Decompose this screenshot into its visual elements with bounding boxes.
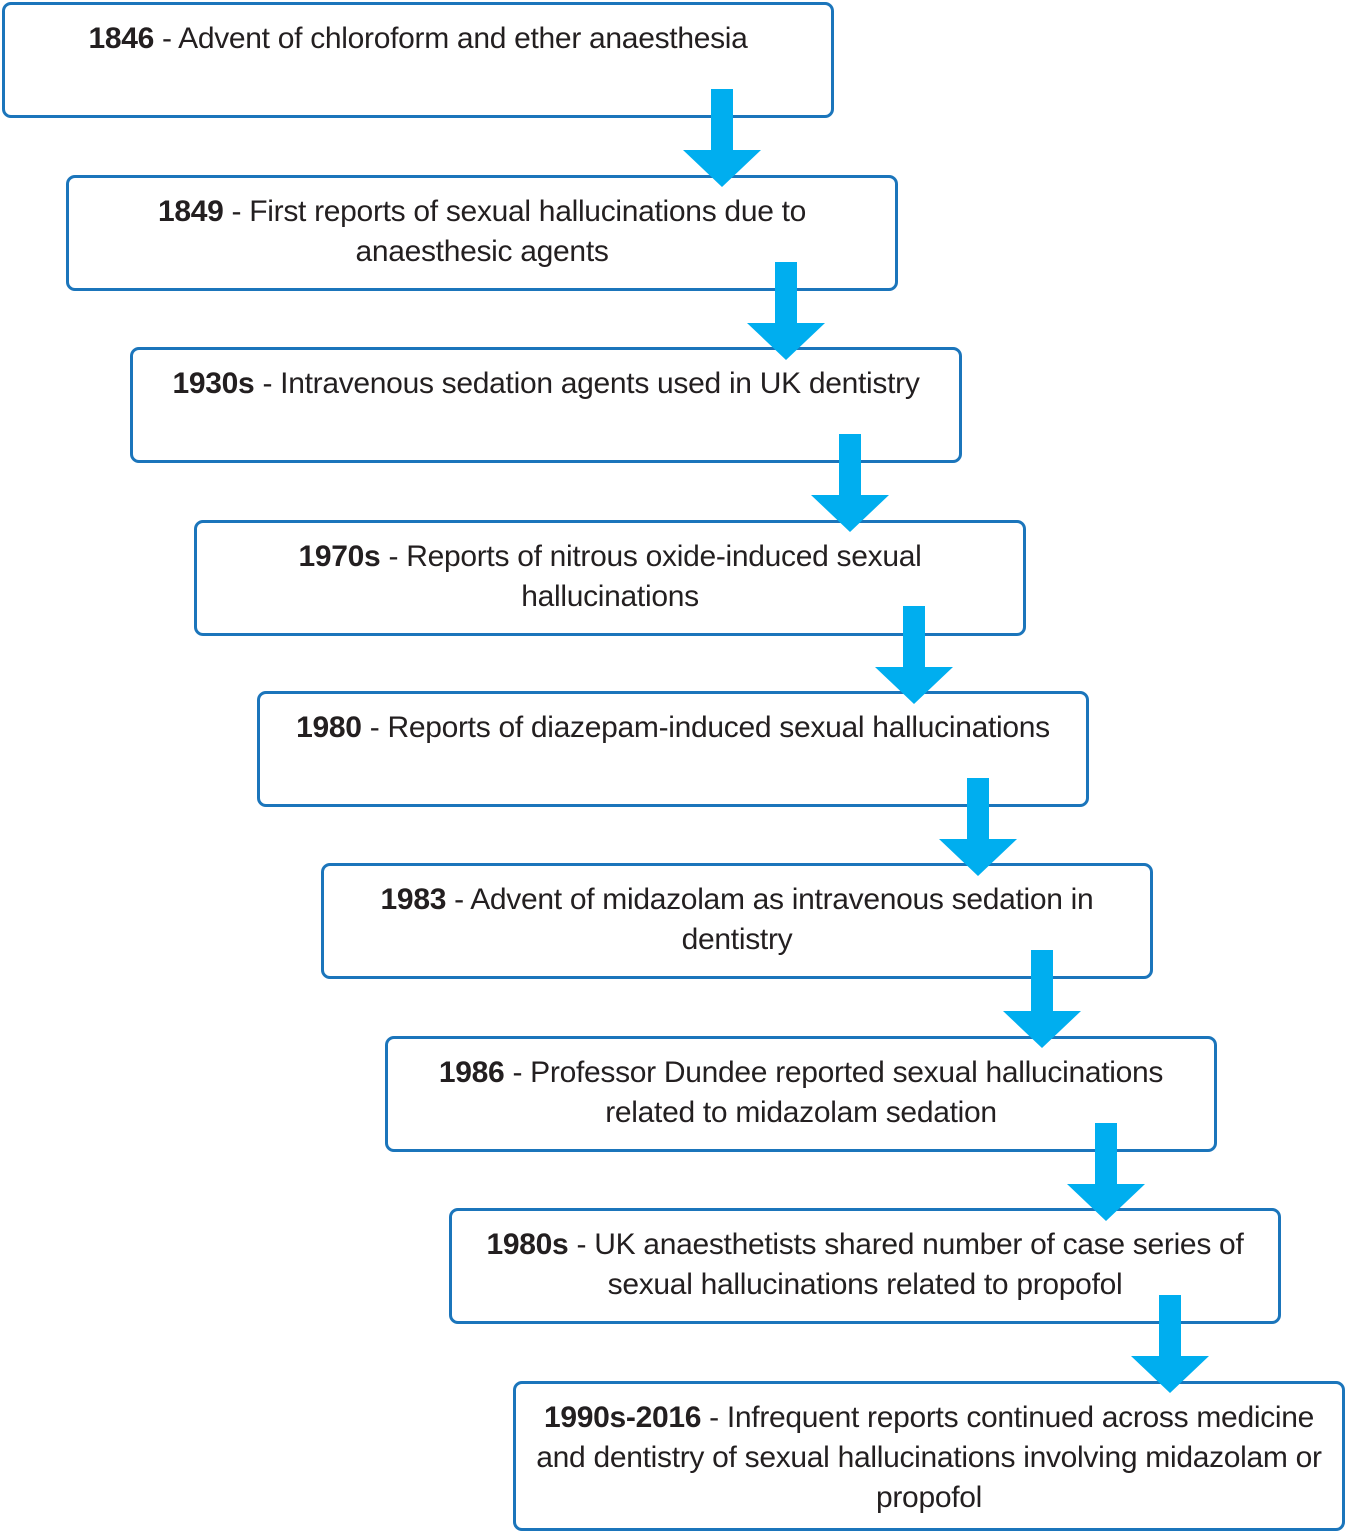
step-year: 1986 — [438, 1056, 505, 1089]
down-arrow-icon — [811, 434, 889, 532]
down-arrow-icon — [875, 606, 953, 704]
step-1849: 1849 - First reports of sexual hallucina… — [66, 175, 898, 291]
step-text: - Advent of chloroform and ether anaesth… — [154, 22, 748, 55]
step-year: 1980s — [486, 1228, 569, 1261]
step-year: 1990s-2016 — [543, 1401, 702, 1434]
step-1970s: 1970s - Reports of nitrous oxide-induced… — [194, 520, 1026, 636]
step-1980s: 1980s - UK anaesthetists shared number o… — [449, 1208, 1281, 1324]
step-1980: 1980 - Reports of diazepam-induced sexua… — [257, 691, 1089, 807]
step-text: - Infrequent reports continued across me… — [536, 1401, 1322, 1514]
step-year: 1980 — [296, 711, 362, 744]
step-1846: 1846 - Advent of chloroform and ether an… — [2, 2, 834, 118]
step-year: 1970s — [298, 540, 381, 573]
step-1930s: 1930s - Intravenous sedation agents used… — [130, 347, 962, 463]
down-arrow-icon — [1003, 950, 1081, 1048]
down-arrow-icon — [747, 262, 825, 360]
step-text: - Professor Dundee reported sexual hallu… — [504, 1056, 1164, 1129]
down-arrow-icon — [1067, 1123, 1145, 1221]
step-text: - Advent of midazolam as intravenous sed… — [446, 883, 1094, 956]
step-text: - Reports of nitrous oxide-induced sexua… — [380, 540, 922, 613]
step-text: - Intravenous sedation agents used in UK… — [254, 367, 920, 400]
step-year: 1983 — [380, 883, 447, 916]
down-arrow-icon — [939, 778, 1017, 876]
step-text: - UK anaesthetists shared number of case… — [568, 1228, 1244, 1301]
step-year: 1846 — [88, 22, 154, 55]
step-1983: 1983 - Advent of midazolam as intravenou… — [321, 863, 1153, 979]
step-text: - First reports of sexual hallucinations… — [223, 195, 807, 268]
step-text: - Reports of diazepam-induced sexual hal… — [361, 711, 1050, 744]
down-arrow-icon — [1131, 1295, 1209, 1393]
down-arrow-icon — [683, 89, 761, 187]
step-year: 1849 — [157, 195, 224, 228]
step-1990s-2016: 1990s-2016 - Infrequent reports continue… — [513, 1381, 1345, 1531]
step-year: 1930s — [172, 367, 255, 400]
step-1986: 1986 - Professor Dundee reported sexual … — [385, 1036, 1217, 1152]
